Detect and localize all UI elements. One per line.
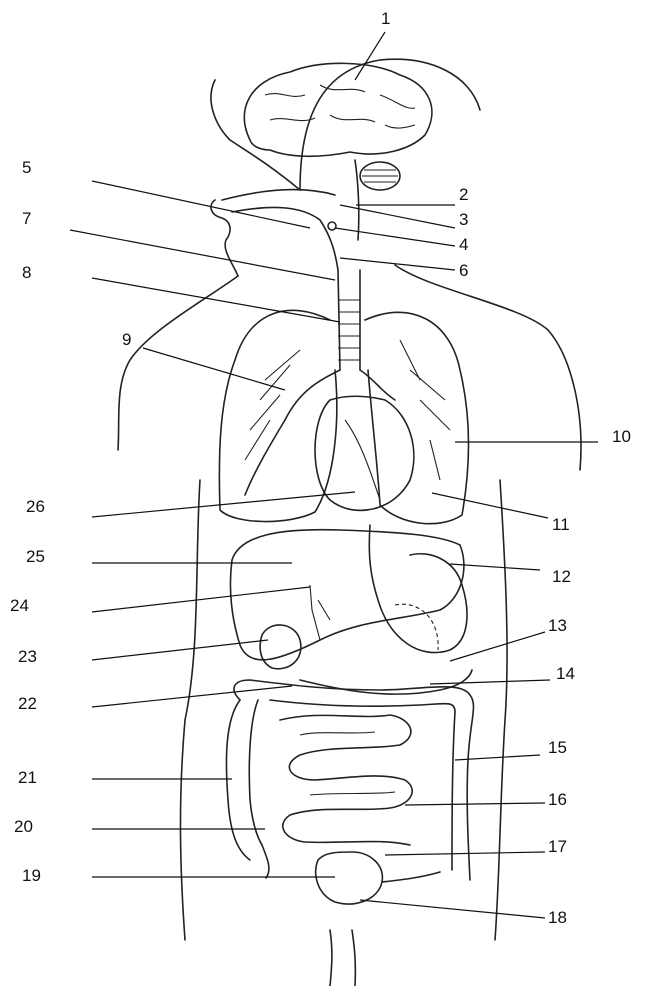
appendix [262, 845, 269, 878]
label-17: 17 [548, 838, 567, 855]
label-12: 12 [552, 568, 571, 585]
label-13: 13 [548, 617, 567, 634]
brain [244, 63, 432, 240]
label-16: 16 [548, 791, 567, 808]
heart [315, 396, 414, 510]
body-outline [118, 59, 581, 986]
label-6: 6 [459, 262, 468, 279]
bladder [316, 852, 440, 904]
leader-lines [70, 32, 598, 918]
label-11: 11 [552, 516, 570, 533]
label-20: 20 [14, 818, 33, 835]
label-19: 19 [22, 867, 41, 884]
leader-24 [92, 587, 310, 612]
label-25: 25 [26, 548, 45, 565]
label-23: 23 [18, 648, 37, 665]
label-22: 22 [18, 695, 37, 712]
leader-23 [92, 640, 268, 660]
leader-1 [355, 32, 385, 80]
leader-8 [92, 278, 340, 322]
label-14: 14 [556, 665, 575, 682]
label-5: 5 [22, 159, 31, 176]
label-7: 7 [22, 210, 31, 227]
label-26: 26 [26, 498, 45, 515]
leader-13 [450, 632, 545, 661]
label-15: 15 [548, 739, 567, 756]
lungs [219, 310, 468, 523]
leader-14 [430, 680, 550, 684]
leader-5 [92, 181, 310, 228]
trachea [245, 270, 395, 495]
label-2: 2 [459, 186, 468, 203]
leader-11 [432, 493, 548, 518]
leader-9 [143, 348, 285, 390]
label-8: 8 [22, 264, 31, 281]
leader-17 [385, 852, 545, 855]
leader-18 [360, 900, 545, 918]
head-cavities [222, 190, 338, 270]
leader-7 [70, 230, 335, 280]
label-18: 18 [548, 909, 567, 926]
label-24: 24 [10, 597, 29, 614]
label-3: 3 [459, 211, 468, 228]
stomach [369, 525, 467, 653]
leader-3 [340, 205, 455, 228]
label-9: 9 [122, 331, 131, 348]
leader-16 [405, 803, 545, 805]
leader-22 [92, 686, 292, 707]
label-21: 21 [18, 769, 37, 786]
label-1: 1 [381, 10, 390, 27]
label-10: 10 [612, 428, 631, 445]
leader-6 [340, 258, 455, 270]
label-4: 4 [459, 236, 468, 253]
leader-4 [335, 228, 455, 246]
small-intestine [280, 715, 412, 845]
gallbladder [260, 585, 330, 669]
